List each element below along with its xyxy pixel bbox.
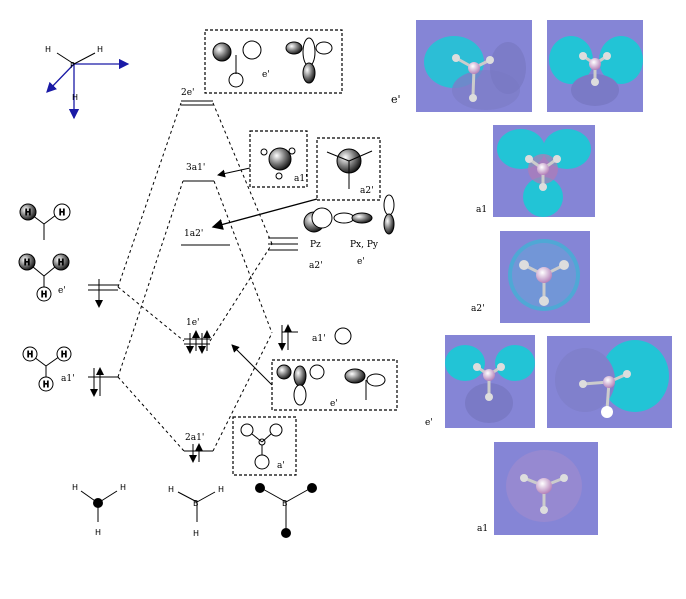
orbital-render-a1-mid [493, 125, 595, 217]
left-label-a1: a1' [61, 374, 75, 384]
level-label-2e: 2e' [181, 88, 195, 98]
orbital-render-e-3 [445, 335, 535, 428]
h-atom: H [41, 290, 47, 299]
box-a1: a1' [249, 130, 308, 188]
axes-molecule: H H P H [45, 45, 130, 120]
h-atom: H [43, 380, 49, 389]
right-label-a1: a1' [312, 334, 326, 344]
left-fragment-levels: e' a1' [58, 279, 118, 397]
arrow-a1-to-3a1 [217, 167, 251, 178]
atom-b: B [193, 499, 199, 508]
panel-label-e-bottom: e' [425, 418, 433, 428]
right-label-pxpy: Px, Py [350, 240, 379, 250]
orbital-render-e-4 [547, 336, 672, 428]
h-atom: H [58, 258, 64, 267]
atom-h: H [95, 528, 101, 537]
axis-atom-h1: H [45, 45, 51, 54]
bottom-molecule-2: H B H H [168, 485, 224, 538]
right-fragment-levels: a1' Pz Px, Py a2' e' [268, 194, 395, 351]
right-label-pz: Pz [310, 240, 321, 250]
arrow-e-to-1e [231, 344, 273, 386]
orbital-render-a2 [500, 231, 590, 323]
electron-arrows-1e [186, 330, 211, 354]
orbital-render-a1-bottom [494, 442, 598, 535]
axis-atom-h3: H [72, 93, 78, 102]
s-orbital-icon [334, 327, 352, 345]
box-a2: a2' [316, 137, 381, 201]
p-orbital-icons [303, 194, 395, 235]
panel-label-e-top: e' [391, 93, 401, 106]
left-label-e: e' [58, 286, 66, 296]
atom-h: H [72, 483, 78, 492]
box-top-e-label: e' [262, 70, 270, 80]
orbital-render-e-1 [416, 20, 532, 112]
box-top-e: e' [204, 29, 343, 94]
mo-levels: 2e' 3a1' 1a2' 1e' 2a1' [181, 88, 230, 463]
orbital-render-e-2 [547, 20, 643, 112]
h-atom: H [25, 208, 31, 217]
bottom-molecule-1: H H H [72, 483, 126, 537]
right-label-a2: a2' [309, 261, 323, 271]
atom-h: H [193, 529, 199, 538]
atom-h: H [120, 483, 126, 492]
h-atom: H [61, 350, 67, 359]
box-mid-e: e' [271, 359, 398, 411]
atom-h: H [218, 485, 224, 494]
h-atom: H [27, 350, 33, 359]
correlation-lines [117, 102, 273, 452]
box-bottom-a-label: a' [277, 461, 285, 471]
h-atom: H [59, 208, 65, 217]
box-a1-label: a1' [294, 174, 308, 184]
level-label-1e: 1e' [186, 318, 200, 328]
h3-fragment-3: H H H [22, 346, 72, 392]
panel-label-a1-bottom: a1 [477, 524, 488, 534]
box-a2-label: a2' [360, 186, 374, 196]
level-label-1a2: 1a2' [184, 229, 203, 239]
h3-fragment-1: H H [19, 203, 71, 240]
panel-label-a2: a2' [471, 304, 485, 314]
level-label-3a1: 3a1' [186, 163, 205, 173]
box-bottom-a: a' [232, 416, 297, 476]
atom-h: H [168, 485, 174, 494]
atom-b: B [282, 499, 288, 508]
axis-atom-p: P [70, 61, 75, 70]
panel-label-a1-mid: a1 [476, 205, 487, 215]
box-mid-e-label: e' [330, 399, 338, 409]
arrow-a2-to-1a2 [211, 198, 318, 230]
right-label-e: e' [357, 257, 365, 267]
bottom-molecule-3: B [255, 483, 317, 538]
level-label-2a1: 2a1' [185, 433, 204, 443]
h3-fragment-2: H H H [18, 253, 70, 302]
h-atom: H [24, 258, 30, 267]
axis-atom-h2: H [97, 45, 103, 54]
